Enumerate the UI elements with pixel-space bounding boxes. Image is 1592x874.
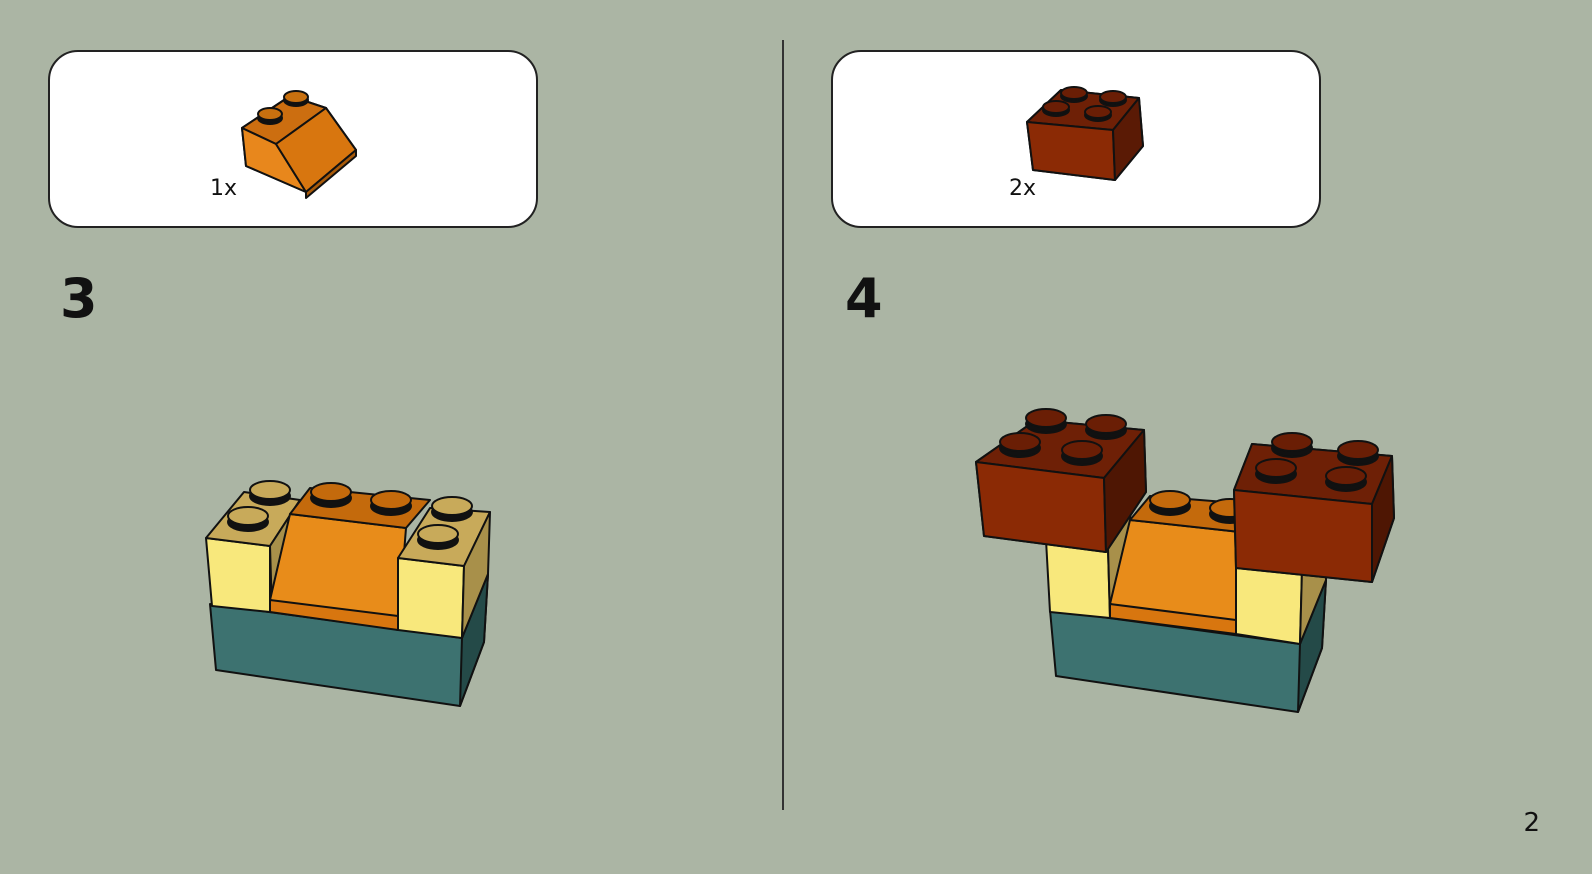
step-number: 3 bbox=[60, 267, 98, 330]
step-number: 4 bbox=[845, 267, 883, 330]
panel-divider bbox=[782, 40, 784, 810]
step-4-model bbox=[975, 408, 1395, 713]
parts-callout-left: 1x bbox=[48, 50, 538, 228]
part-quantity: 2x bbox=[1009, 176, 1037, 201]
orange-slope-brick-2x2-icon bbox=[241, 90, 357, 199]
dark-red-brick-2x2-icon bbox=[1026, 86, 1144, 181]
parts-callout-right: 2x bbox=[831, 50, 1321, 228]
step-3-model bbox=[205, 480, 491, 707]
part-quantity: 1x bbox=[210, 176, 238, 201]
page-number: 2 bbox=[1523, 808, 1540, 838]
